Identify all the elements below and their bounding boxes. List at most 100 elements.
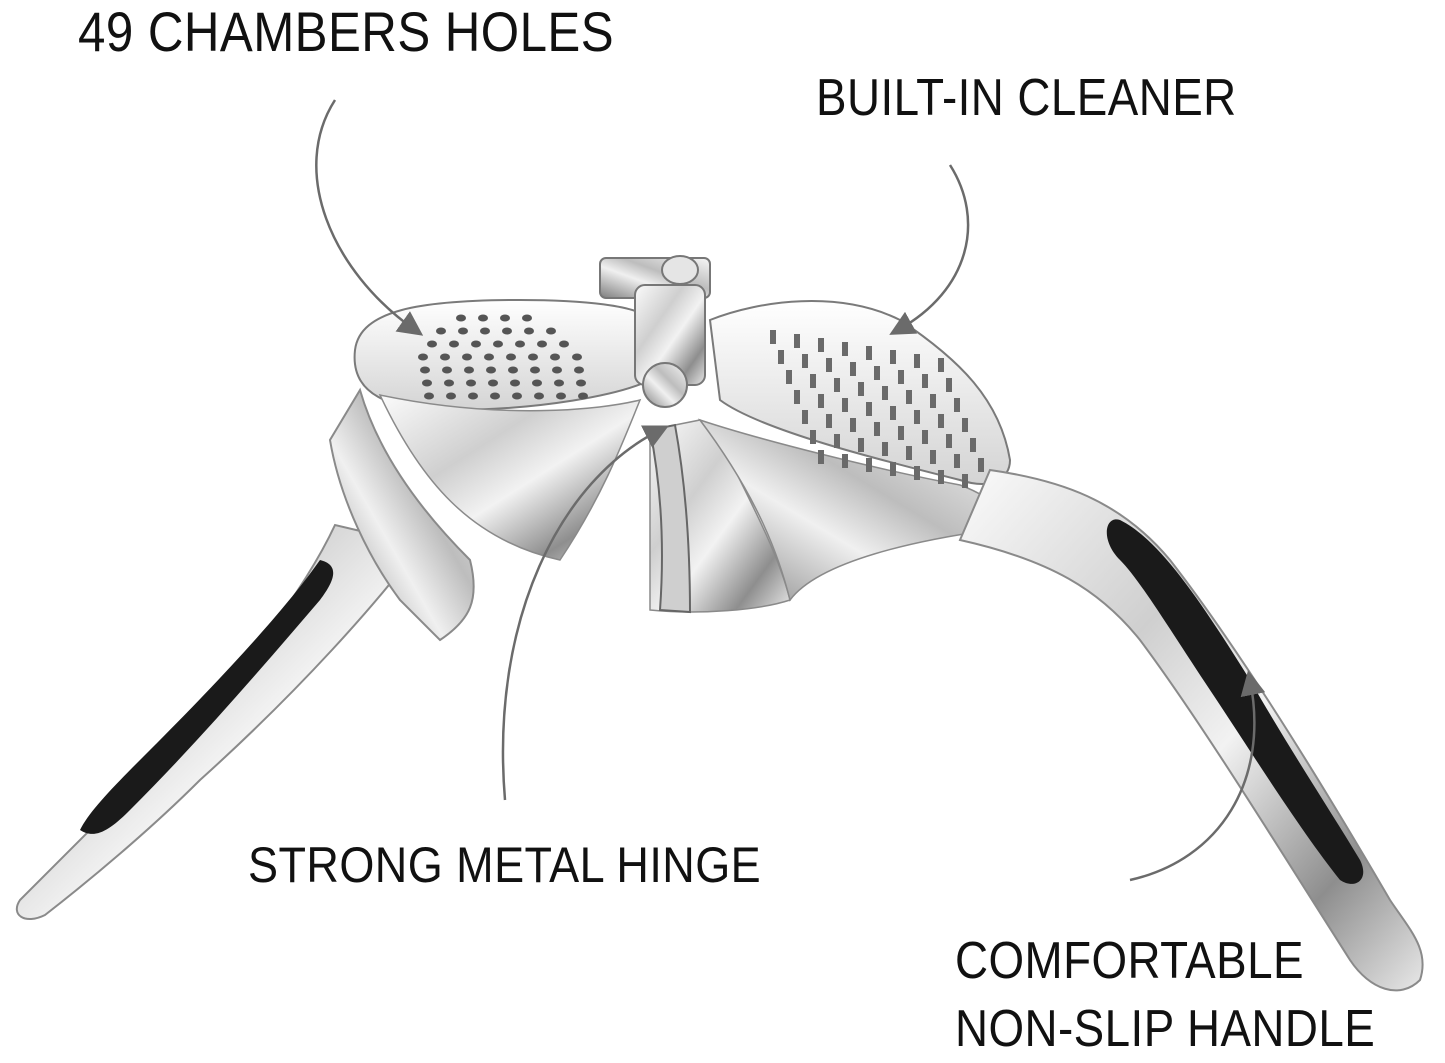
arrow-hinge xyxy=(501,425,669,801)
arrow-chambers xyxy=(315,99,424,336)
cleaner-pin xyxy=(890,406,896,420)
cleaner-pin xyxy=(906,446,912,460)
left-handle xyxy=(15,523,422,920)
chamber-hole xyxy=(442,366,452,374)
metal-hinge xyxy=(599,255,711,408)
cleaner-pin xyxy=(866,458,872,472)
chamber-holes xyxy=(418,314,588,400)
chamber-hole xyxy=(524,327,534,335)
cleaner-pin xyxy=(826,358,832,372)
cleaner-pin xyxy=(914,466,920,480)
chamber-hole xyxy=(502,327,512,335)
cleaner-pin xyxy=(818,450,824,464)
chamber-hole xyxy=(578,392,588,400)
cleaner-pin xyxy=(842,454,848,468)
right-grip xyxy=(1106,519,1364,884)
cleaner-pin xyxy=(874,422,880,436)
cleaner-pin xyxy=(858,382,864,396)
cleaner-pin xyxy=(890,350,896,364)
chamber-hole xyxy=(456,314,466,322)
chamber-hole xyxy=(574,366,584,374)
cleaner-pin xyxy=(922,430,928,444)
chamber-hole xyxy=(546,327,556,335)
chamber-hole xyxy=(420,366,430,374)
arrow-cleaner xyxy=(889,164,970,335)
chamber-hole xyxy=(436,327,446,335)
cleaner-pin xyxy=(778,350,784,364)
cleaner-pin xyxy=(978,458,984,472)
chamber-hole xyxy=(506,353,516,361)
cleaner-pin xyxy=(930,394,936,408)
cleaner-pin xyxy=(938,414,944,428)
chamber-hole xyxy=(493,340,503,348)
left-grip xyxy=(80,560,334,834)
cleaner-pins xyxy=(770,330,984,488)
handle-label-line1: COMFORTABLE xyxy=(955,932,1304,990)
cleaner-pin xyxy=(930,450,936,464)
chamber-hole xyxy=(532,379,542,387)
chamber-hole xyxy=(490,392,500,400)
cleaner-pin xyxy=(914,410,920,424)
cleaner-pin xyxy=(866,402,872,416)
chamber-hole xyxy=(559,340,569,348)
chamber-hole xyxy=(422,379,432,387)
chamber-hole xyxy=(449,340,459,348)
cleaner-pin xyxy=(954,454,960,468)
cleaner-pin xyxy=(770,330,776,344)
chamber-hole xyxy=(522,314,532,322)
chamber-hole xyxy=(554,379,564,387)
chamber-hole xyxy=(556,392,566,400)
cleaner-pin xyxy=(810,430,816,444)
cleaner-pin xyxy=(818,338,824,352)
cleaner-pin xyxy=(922,374,928,388)
cleaner-pin xyxy=(898,426,904,440)
chamber-hole xyxy=(468,392,478,400)
cleaner-pin xyxy=(938,470,944,484)
chamber-hole xyxy=(480,327,490,335)
cleaner-pin xyxy=(842,342,848,356)
cleaner-pin xyxy=(858,438,864,452)
cleaner-pin xyxy=(954,398,960,412)
chamber-hole xyxy=(418,353,428,361)
chamber-hole xyxy=(515,340,525,348)
chamber-hole xyxy=(550,353,560,361)
cleaner-pin xyxy=(834,434,840,448)
chamber-hole xyxy=(440,353,450,361)
chamber-hole xyxy=(444,379,454,387)
cleaner-pin xyxy=(962,418,968,432)
chamber-hole xyxy=(508,366,518,374)
cleaner-pin xyxy=(962,474,968,488)
cleaner-pin xyxy=(842,398,848,412)
cleaner-pin xyxy=(850,362,856,376)
cleaner-pin xyxy=(802,410,808,424)
chamber-hole xyxy=(424,392,434,400)
chamber-hole xyxy=(512,392,522,400)
callout-arrows xyxy=(315,99,1266,882)
chamber-hole xyxy=(486,366,496,374)
cleaner-pin xyxy=(946,378,952,392)
cleaner-pin xyxy=(898,370,904,384)
chamber-hole xyxy=(427,340,437,348)
chamber-hole xyxy=(464,366,474,374)
chamber-hole xyxy=(572,353,582,361)
arrow-handle xyxy=(1129,670,1266,882)
chamber-hole xyxy=(446,392,456,400)
metal-hinge-label: STRONG METAL HINGE xyxy=(248,837,762,893)
cleaner-pin xyxy=(834,378,840,392)
chambers-holes-label: 49 CHAMBERS HOLES xyxy=(78,0,615,63)
chamber-hole xyxy=(484,353,494,361)
cleaner-pin xyxy=(914,354,920,368)
cleaner-pin xyxy=(938,358,944,372)
chamber-hole xyxy=(488,379,498,387)
cleaner-comb xyxy=(648,423,692,614)
built-in-cleaner-label: BUILT-IN CLEANER xyxy=(816,69,1237,127)
chamber-hole xyxy=(478,314,488,322)
cleaner-pin xyxy=(794,334,800,348)
cleaner-pin xyxy=(794,390,800,404)
cleaner-pin xyxy=(882,442,888,456)
cleaner-pin xyxy=(818,394,824,408)
chamber-hole xyxy=(528,353,538,361)
cleaner-pin xyxy=(810,374,816,388)
chamber-hole xyxy=(576,379,586,387)
cleaner-pin xyxy=(906,390,912,404)
